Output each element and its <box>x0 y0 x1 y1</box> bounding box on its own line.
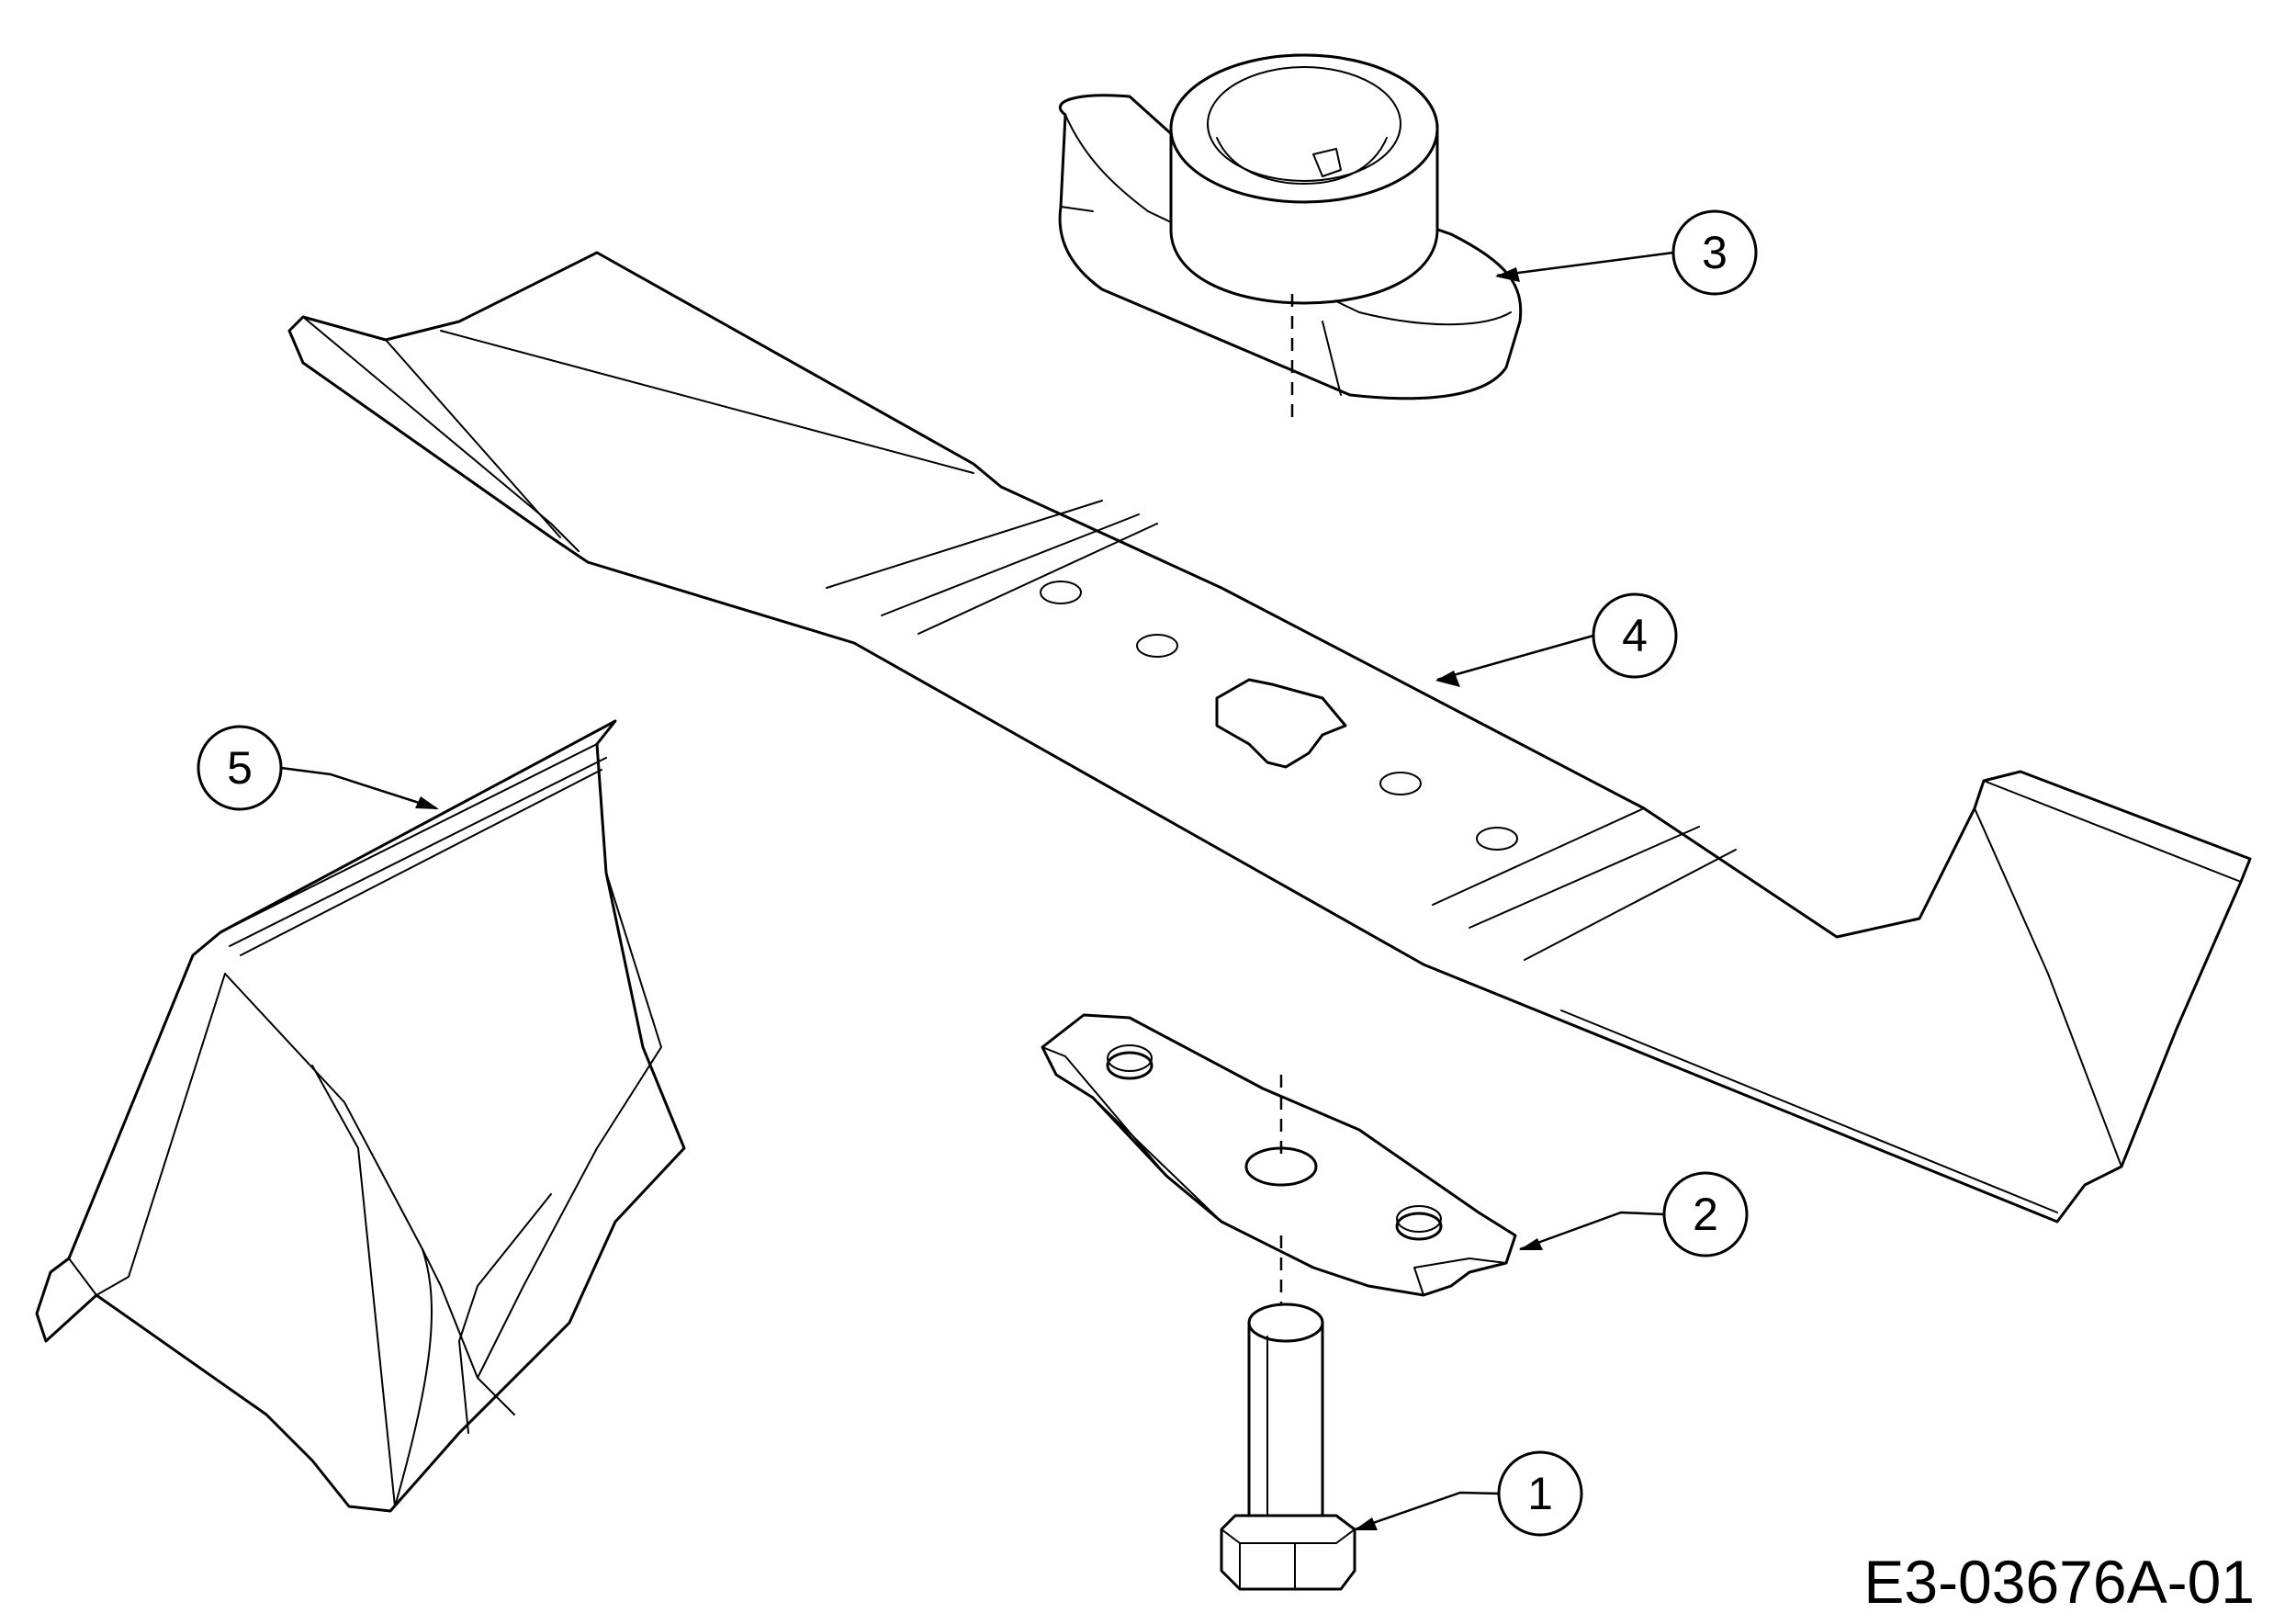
callout-2: 2 <box>1662 1171 1749 1257</box>
callout-1: 1 <box>1497 1450 1583 1537</box>
callout-3: 3 <box>1671 209 1758 296</box>
callout-label: 5 <box>227 742 253 794</box>
callout-5: 5 <box>197 725 283 811</box>
callout-label: 2 <box>1693 1189 1718 1240</box>
mulching-plug-part <box>35 719 686 1513</box>
callout-label: 3 <box>1702 227 1728 278</box>
callout-4: 4 <box>1592 592 1678 679</box>
leader-lines <box>280 251 1674 1531</box>
blade-adapter-part <box>1041 1013 1517 1314</box>
callout-label: 4 <box>1622 610 1648 661</box>
bolt-part <box>1220 1303 1356 1591</box>
mower-blade-part <box>287 251 2252 1224</box>
reference-code: E3-03676A-01 <box>1863 1548 2255 1616</box>
callout-label: 1 <box>1527 1468 1553 1519</box>
blade-hub-part <box>1058 53 1523 423</box>
